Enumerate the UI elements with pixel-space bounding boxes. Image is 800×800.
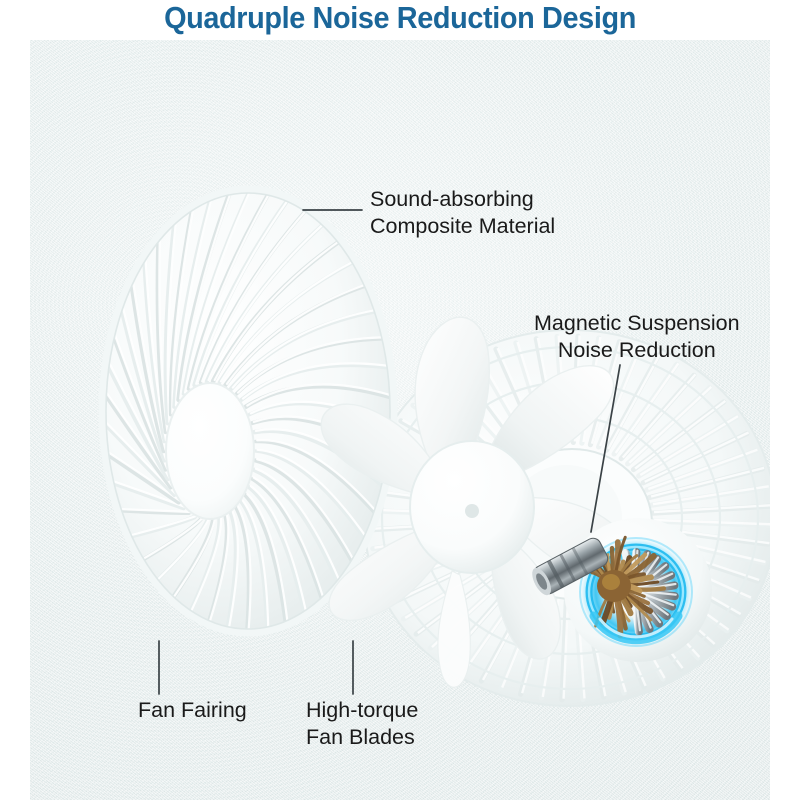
callout-sound-absorbing-line1: Sound-absorbing — [370, 187, 534, 211]
callout-fan-fairing: Fan Fairing — [138, 697, 247, 724]
callout-magnetic-line2: Noise Reduction — [557, 338, 716, 362]
callout-sound-absorbing: Sound-absorbing Composite Material — [370, 186, 555, 240]
callout-magnetic-line1: Magnetic Suspension — [534, 311, 740, 335]
motor-assembly — [510, 488, 740, 688]
callout-fan-fairing-line1: Fan Fairing — [138, 698, 247, 722]
callout-blades-line2: Fan Blades — [306, 725, 415, 749]
product-photo — [30, 38, 770, 800]
callout-sound-absorbing-line2: Composite Material — [370, 214, 556, 238]
page-title: Quadruple Noise Reduction Design — [164, 0, 636, 35]
callout-blades-line1: High-torque — [306, 698, 419, 722]
title-band: Quadruple Noise Reduction Design — [0, 0, 800, 40]
callout-magnetic-suspension: Magnetic Suspension Noise Reduction — [534, 310, 740, 364]
fan-fairing-disc — [98, 183, 398, 638]
callout-high-torque-fan-blades: High-torque Fan Blades — [306, 697, 418, 751]
